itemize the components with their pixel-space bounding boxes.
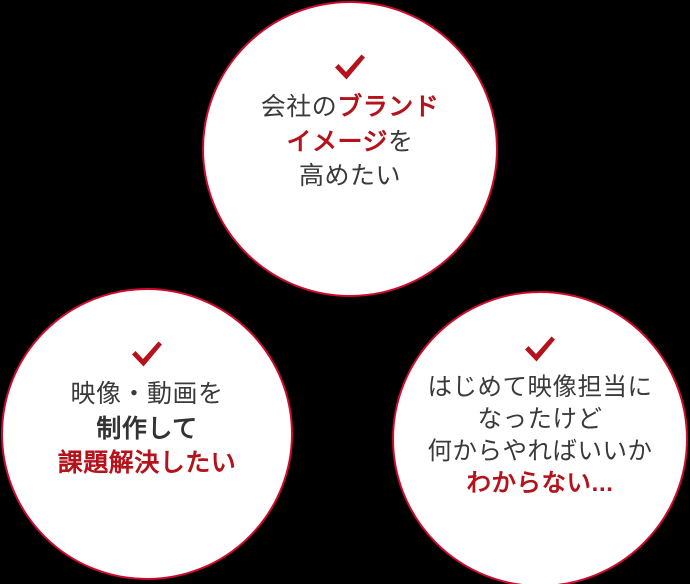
- text-segment: を: [388, 127, 414, 156]
- text-segment: 制作して: [96, 414, 198, 443]
- bubble-brand-image[interactable]: 会社のブランドイメージを高めたい: [202, 1, 498, 297]
- check-icon: [130, 340, 164, 368]
- text-line: 会社のブランド: [218, 90, 482, 125]
- bubble-beginner-text: はじめて映像担当になったけど何からやればいいかわからない...: [394, 372, 686, 499]
- text-line: 映像・動画を: [17, 377, 277, 412]
- bubble-video-production[interactable]: 映像・動画を制作して課題解決したい: [1, 288, 293, 580]
- check-icon: [333, 53, 367, 81]
- text-segment: ブランド: [337, 93, 440, 121]
- text-segment: 映像・動画を: [70, 380, 224, 408]
- bubble-first-time-manager[interactable]: はじめて映像担当になったけど何からやればいいかわからない...: [392, 291, 688, 584]
- text-segment: 会社の: [260, 93, 338, 121]
- text-line: はじめて映像担当に: [408, 372, 672, 404]
- text-segment: 課題解決したい: [57, 449, 237, 477]
- text-line: 高めたい: [218, 159, 482, 194]
- text-line: イメージを: [218, 125, 482, 160]
- bubble-brand-text: 会社のブランドイメージを高めたい: [204, 90, 496, 194]
- bubble-production-text: 映像・動画を制作して課題解決したい: [3, 377, 291, 481]
- text-segment: わからない...: [466, 469, 614, 497]
- text-line: 課題解決したい: [17, 446, 277, 481]
- text-segment: なったけど: [477, 405, 603, 433]
- check-icon: [523, 335, 557, 363]
- text-line: わからない...: [408, 468, 672, 500]
- text-segment: 高めたい: [298, 162, 401, 190]
- text-line: 制作して: [17, 412, 277, 447]
- text-segment: イメージ: [286, 127, 388, 156]
- text-line: 何からやればいいか: [408, 436, 672, 468]
- text-segment: 何からやればいいか: [427, 437, 653, 465]
- text-line: なったけど: [408, 404, 672, 436]
- text-segment: はじめて映像担当に: [427, 374, 653, 401]
